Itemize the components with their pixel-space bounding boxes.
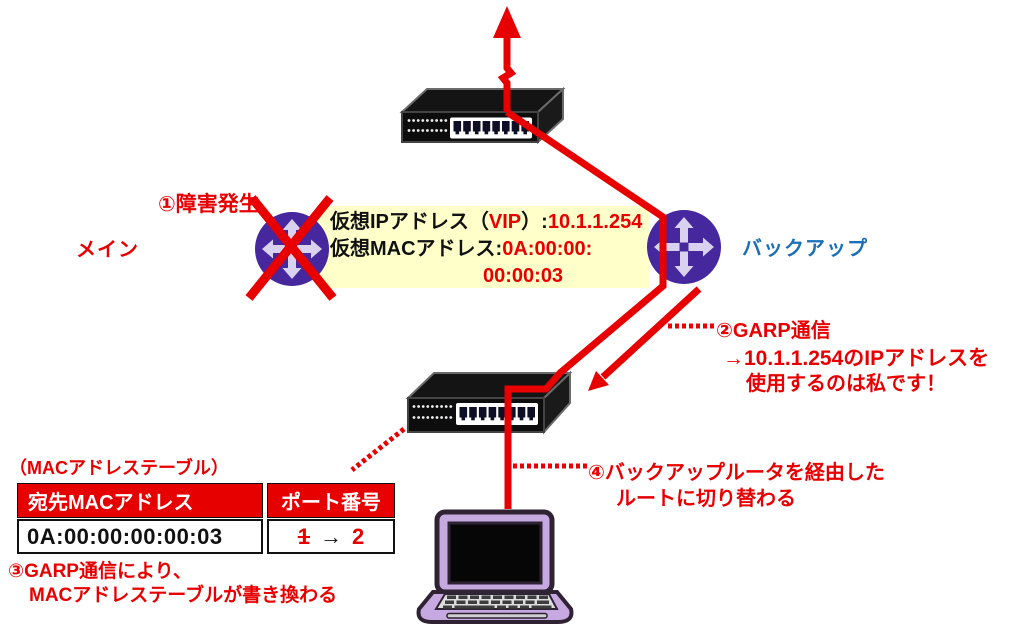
mac-table-header-row: 宛先MACアドレス ポート番号 (17, 483, 395, 518)
garp-rewrite-note-line2: MACアドレステーブルが書き換わる (29, 585, 338, 606)
backup-router-icon (647, 210, 721, 284)
garp-note-line2: →10.1.1.254のIPアドレスを (723, 347, 990, 370)
uplink-arrow (493, 6, 521, 112)
mac-address-cell: 0A:00:00:00:00:03 (17, 519, 263, 554)
port-old-value: 1 (297, 523, 310, 549)
mac-table-header-mac: 宛先MACアドレス (17, 483, 263, 518)
laptop-icon (416, 509, 574, 624)
data-path-line (504, 109, 667, 509)
port-number-cell: 1 → 2 (267, 519, 395, 554)
mac-table-dotted-line (350, 427, 406, 472)
garp-arrow (588, 286, 702, 391)
backup-router-label: バックアップ (742, 238, 868, 260)
route-note-line1: ④バックアップルータを経由した (588, 462, 885, 484)
vip-note-line1: 仮想IPアドレス（VIP）:10.1.1.254 (330, 211, 643, 233)
failure-label: ①障害発生 (158, 193, 260, 216)
vip-note: 仮想IPアドレス（VIP）:10.1.1.254 仮想MACアドレス:0A:00… (318, 206, 649, 288)
route-note-line2: ルートに切り替わる (616, 488, 796, 510)
garp-note-title: ②GARP通信 (716, 320, 831, 342)
mac-table: 宛先MACアドレス ポート番号 0A:00:00:00:00:03 1 → 2 (17, 483, 395, 554)
vip-note-line2: 仮想MACアドレス:0A:00:00: (330, 238, 593, 260)
mac-table-data-row: 0A:00:00:00:00:03 1 → 2 (17, 518, 395, 554)
mac-table-header-port: ポート番号 (267, 483, 395, 518)
port-change-arrow: → (320, 523, 342, 549)
main-router-label: メイン (76, 239, 139, 261)
bottom-switch-icon (405, 370, 573, 435)
failure-x-icon (245, 195, 337, 301)
garp-rewrite-note-line1: ③GARP通信により、 (8, 561, 192, 582)
garp-note-line3: 使用するのは私です！ (746, 373, 946, 395)
mac-table-caption: （MACアドレステーブル） (9, 458, 229, 478)
port-new-value: 2 (352, 523, 365, 549)
vip-note-line3: 00:00:03 (483, 265, 564, 287)
